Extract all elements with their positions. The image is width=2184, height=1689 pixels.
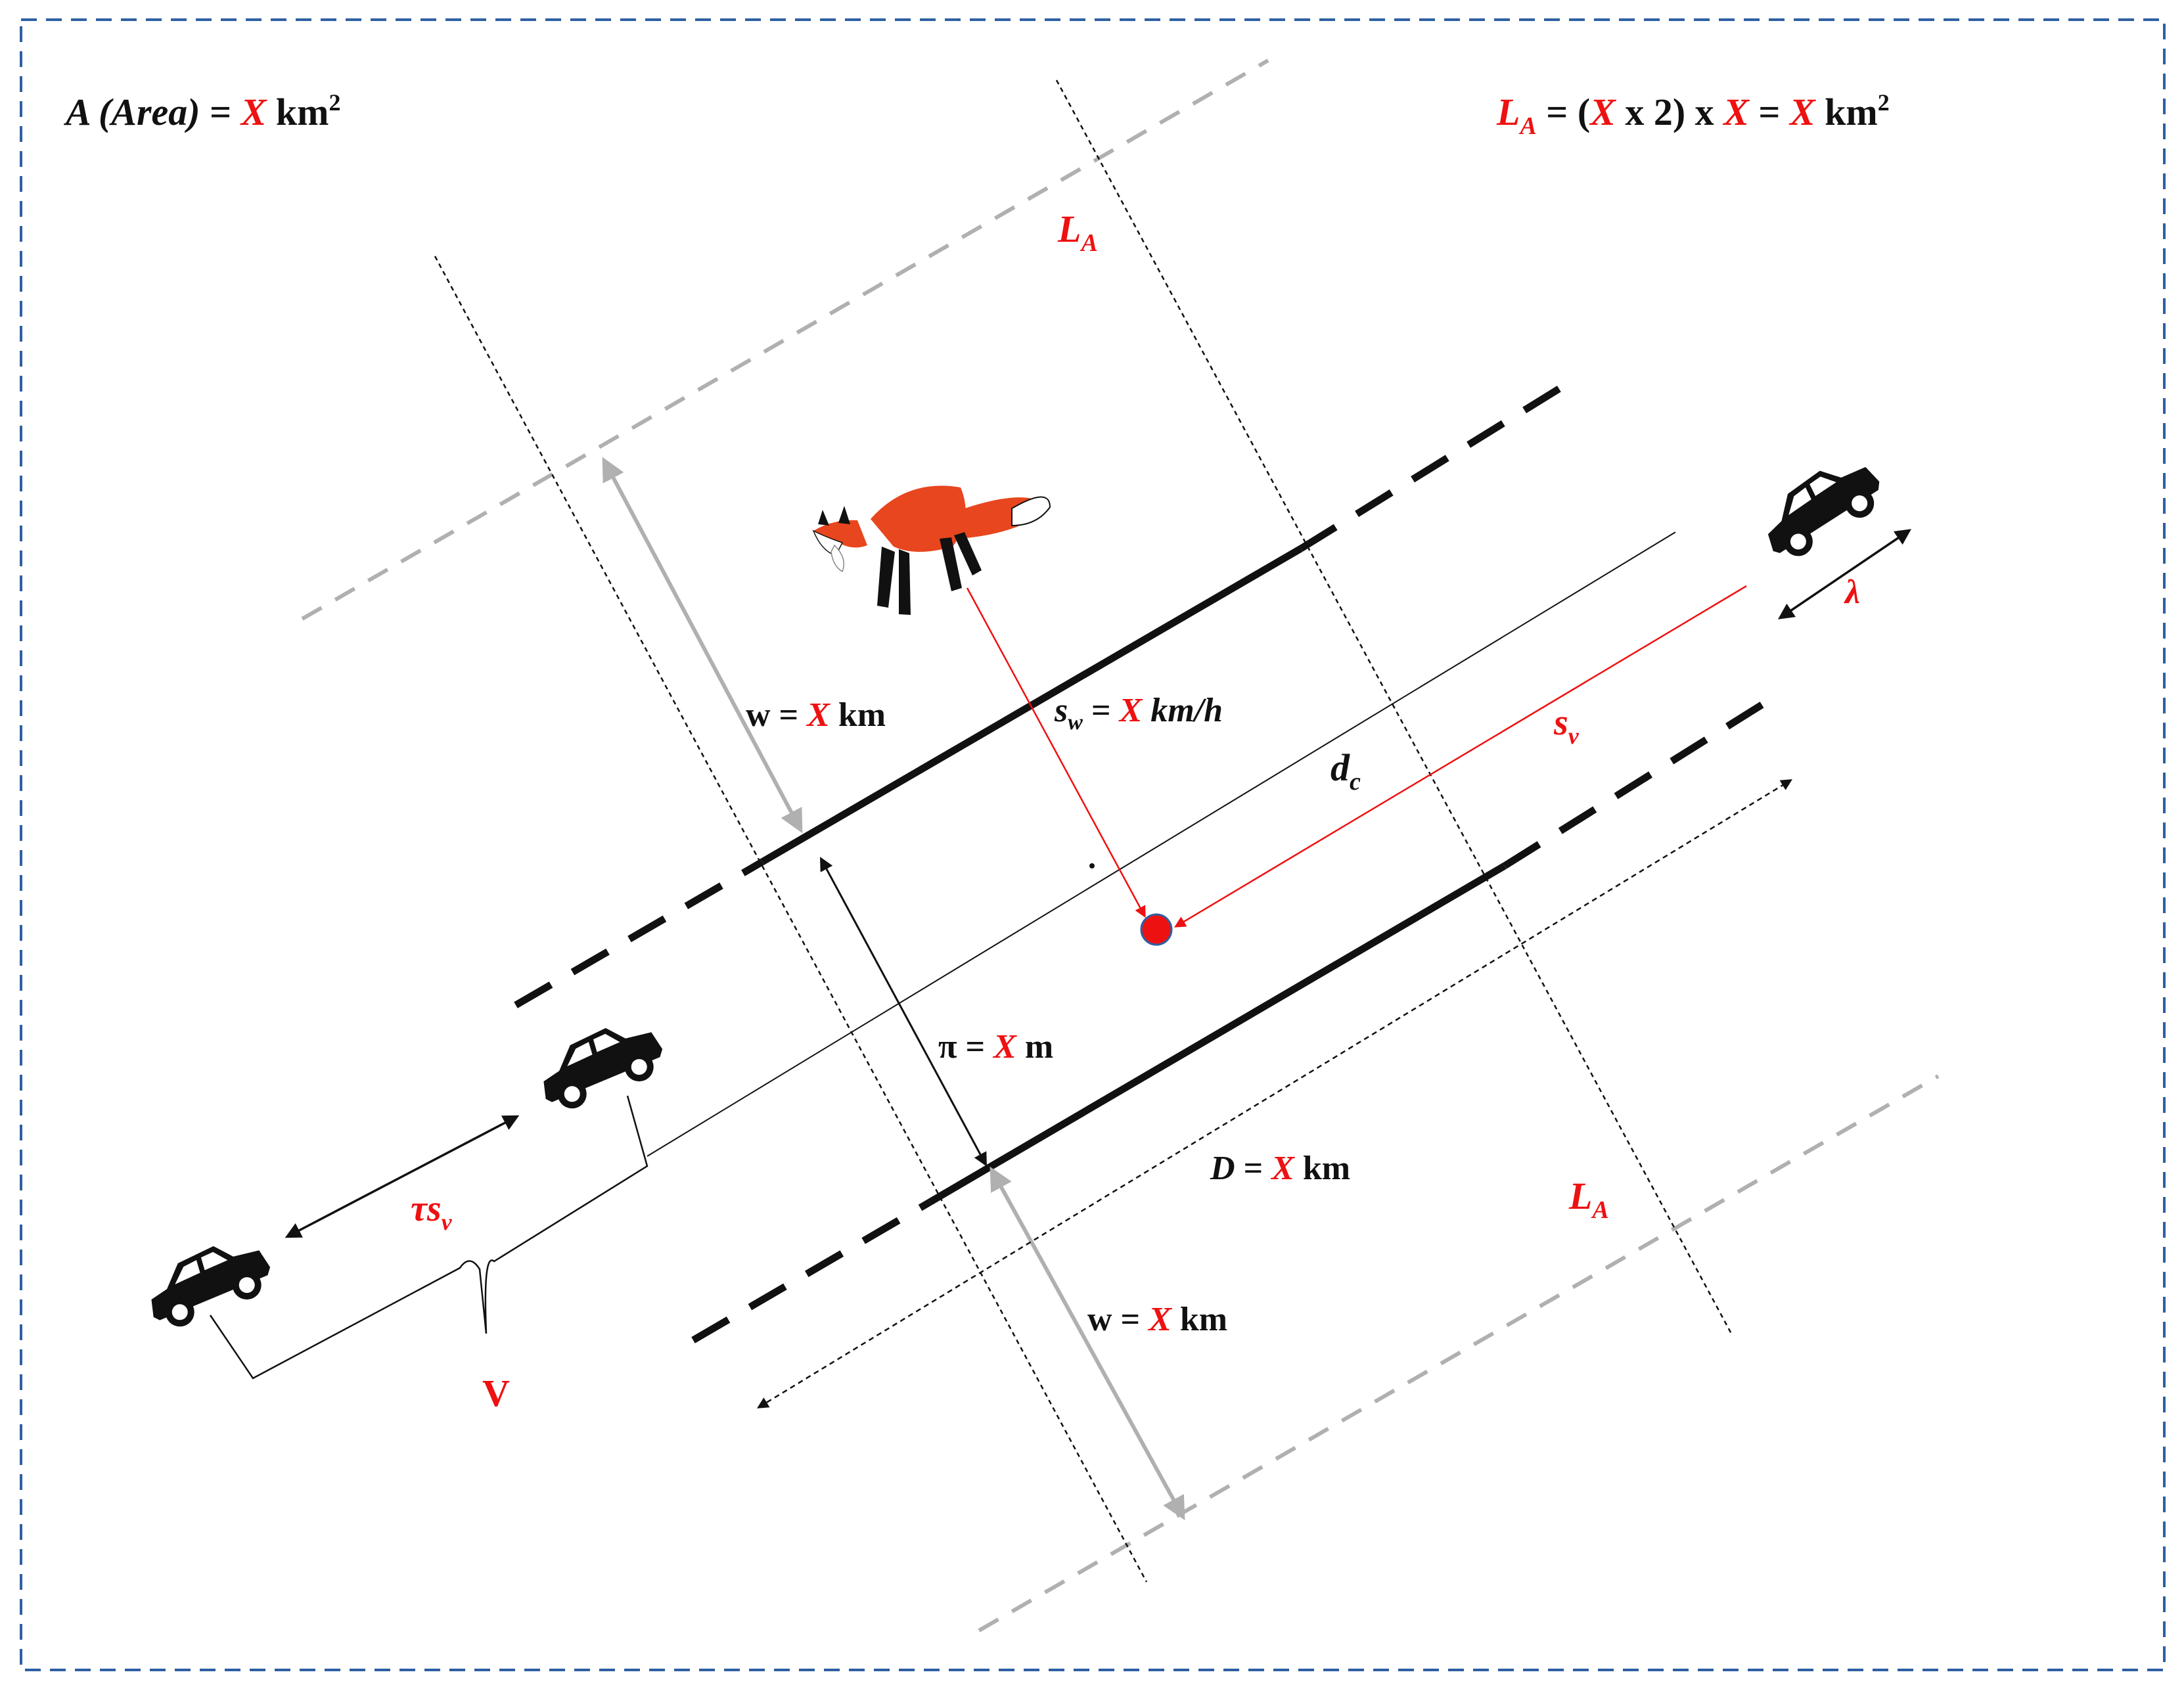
sv-label: sv bbox=[1553, 702, 1580, 749]
road-edge-top-dashed-left bbox=[514, 859, 764, 1008]
road-edge-bottom-dashed-left bbox=[691, 1199, 932, 1343]
lambda-arrow bbox=[1777, 529, 1912, 619]
w-arrow-top bbox=[602, 457, 803, 834]
la-boundary-bottom bbox=[978, 1074, 1940, 1633]
fox-icon bbox=[812, 485, 1051, 615]
car-icon bbox=[529, 1011, 671, 1117]
sw-label: sw = X km/h bbox=[1054, 692, 1223, 734]
car-icon bbox=[1750, 447, 1892, 568]
sw-arrow bbox=[966, 587, 1146, 918]
center-dot bbox=[1089, 863, 1095, 868]
w-label-bottom: w = X km bbox=[1087, 1301, 1227, 1338]
road-edge-bottom-dashed-right bbox=[1503, 690, 1783, 869]
la-formula-label: LA = (X x 2) x X = X km2 bbox=[1496, 89, 1890, 140]
road-edge-top-dashed-right bbox=[1299, 374, 1579, 552]
car-icon bbox=[137, 1229, 279, 1336]
d-arrow bbox=[757, 779, 1792, 1408]
pi-label: π = X m bbox=[938, 1028, 1053, 1066]
perp-line-right bbox=[1055, 79, 1733, 1334]
la-label-bottom: LA bbox=[1568, 1175, 1609, 1224]
dc-label: dc bbox=[1331, 746, 1361, 796]
perp-line-left bbox=[434, 256, 1148, 1583]
tau-spacing-arrow bbox=[284, 1115, 520, 1238]
w-label-top: w = X km bbox=[746, 696, 886, 734]
sv-arrow bbox=[1173, 585, 1747, 928]
v-label: V bbox=[482, 1372, 510, 1414]
outer-frame bbox=[20, 18, 2166, 1671]
w-arrow-bottom bbox=[990, 1166, 1185, 1521]
la-label-top: LA bbox=[1057, 208, 1098, 257]
v-bracket bbox=[209, 1095, 648, 1380]
d-label: D = X km bbox=[1210, 1150, 1350, 1187]
collision-point-marker bbox=[1140, 913, 1173, 946]
la-boundary-top bbox=[301, 58, 1269, 621]
lambda-label: λ bbox=[1844, 574, 1860, 611]
area-label: A (Area) = X km2 bbox=[64, 89, 340, 133]
tau-label: τsv bbox=[411, 1188, 453, 1235]
pi-arrow bbox=[820, 857, 987, 1167]
